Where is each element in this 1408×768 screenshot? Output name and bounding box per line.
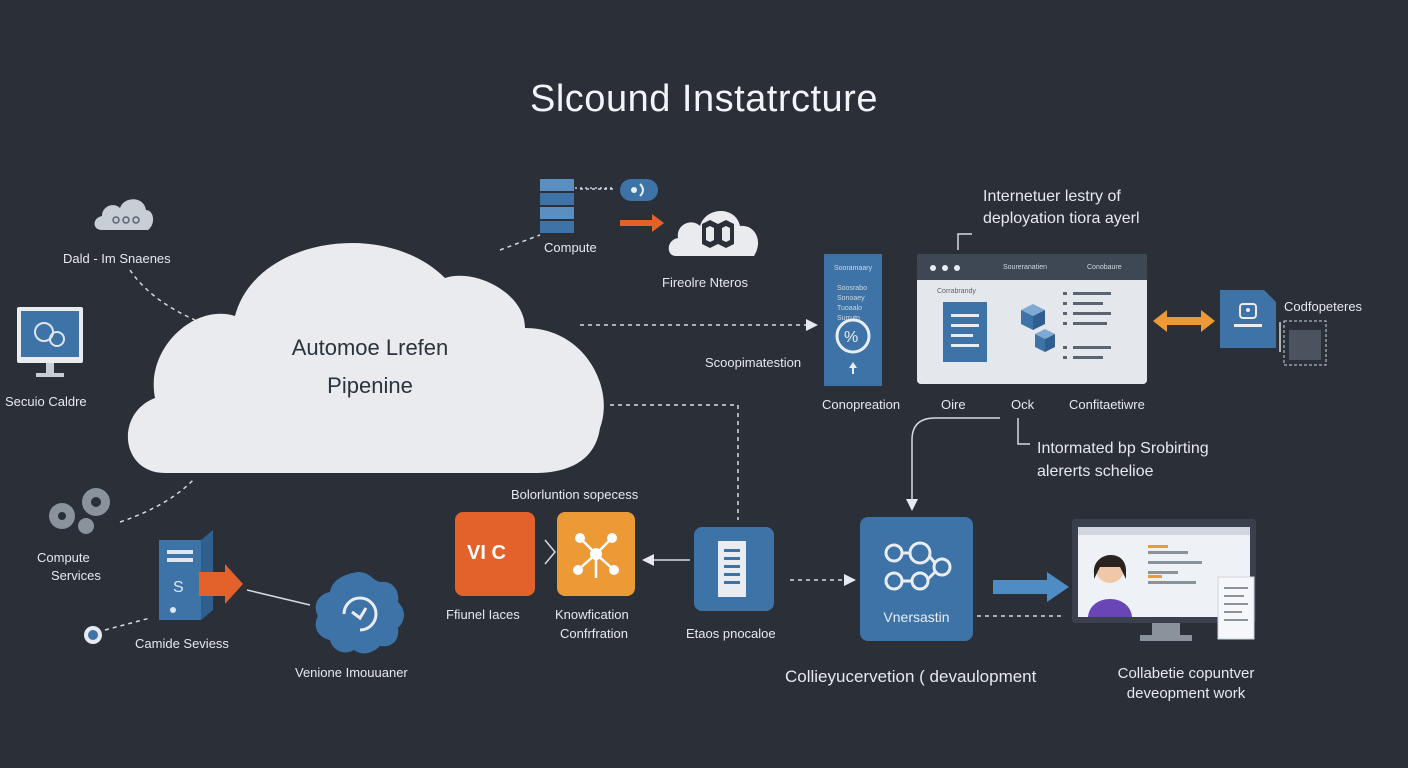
page-title: Slcound Instatrcture bbox=[530, 78, 878, 120]
document-icon bbox=[943, 302, 987, 362]
svg-text:S: S bbox=[173, 579, 184, 596]
window-titlebar: Soureranatien Conobaure bbox=[917, 254, 1147, 280]
svg-text:%: % bbox=[844, 329, 858, 346]
codp-label: Codfopeteres bbox=[1284, 299, 1363, 314]
monitor-label: Secuio Caldre bbox=[5, 394, 87, 409]
funnel-tile: VI C bbox=[455, 512, 535, 596]
heading-line-1: Internetuer lestry of bbox=[983, 188, 1121, 205]
person-monitor-icon bbox=[1072, 519, 1256, 641]
heading-line-2: deployation tiora ayerl bbox=[983, 210, 1140, 227]
collab-work-label-1: Collabetie copuntver bbox=[1117, 665, 1255, 682]
collab-dev-label: Collieyucervetion ( devaulopment bbox=[785, 667, 1037, 686]
server-label: Camide Seviess bbox=[135, 636, 229, 651]
connector-dot-server bbox=[104, 617, 151, 631]
connector-cloud-bottom bbox=[610, 404, 739, 520]
percent-icon: % bbox=[835, 318, 871, 374]
gears-icon bbox=[49, 488, 110, 534]
arrow-right-icon bbox=[993, 572, 1069, 602]
deployment-window: Soureranatien Conobaure Corrabrandy bbox=[917, 254, 1147, 384]
connector-integrated bbox=[1017, 418, 1030, 445]
connector-cloud-compute bbox=[499, 234, 541, 251]
summary-line-2: Sonoaey bbox=[837, 295, 865, 302]
cloud-title-line2: Pipenine bbox=[327, 373, 413, 398]
dot-icon bbox=[84, 626, 102, 644]
summary-line-3: Tuoaalo bbox=[837, 305, 863, 312]
composition-label: Conopreation bbox=[822, 397, 901, 412]
scope-label: Scoopimatestion bbox=[705, 355, 802, 370]
dald-label: Dald - Im Snaenes bbox=[63, 251, 171, 266]
compute-services-label-1: Compute bbox=[37, 550, 90, 565]
connector-dald-cloud bbox=[129, 269, 196, 321]
cloud-icon bbox=[127, 242, 604, 473]
connector-server-refresh bbox=[246, 589, 311, 606]
knowledge-label-2: Confrfration bbox=[560, 626, 628, 641]
funnel-label: Ffiunel Iaces bbox=[446, 607, 520, 622]
refresh-icon bbox=[315, 572, 404, 654]
vnersation-label: Vnersastin bbox=[883, 609, 950, 625]
double-arrow-icon bbox=[1153, 310, 1215, 332]
firewall-icon bbox=[668, 211, 759, 256]
etaos-label: Etaos pnocaloe bbox=[686, 626, 776, 641]
gear-network-icon bbox=[884, 541, 952, 591]
network-icon bbox=[573, 533, 619, 578]
connector-panel-vnersation bbox=[906, 417, 1000, 511]
knowledge-label-1: Knowfication bbox=[555, 607, 629, 622]
server-icon: S bbox=[159, 530, 243, 620]
list-lines-icon bbox=[1063, 292, 1111, 359]
connector-heading bbox=[957, 233, 972, 250]
solution-label: Bolorluntion sopecess bbox=[511, 487, 639, 502]
vnersation-tile: Vnersastin bbox=[860, 517, 973, 641]
database-icon bbox=[540, 179, 658, 233]
knowledge-tile bbox=[557, 512, 635, 596]
window-tab-1[interactable]: Soureranatien bbox=[1003, 264, 1047, 271]
firewall-label: Fireolre Nteros bbox=[662, 275, 748, 290]
window-tab-2[interactable]: Conobaure bbox=[1087, 264, 1122, 271]
file-box-icon bbox=[1283, 320, 1327, 366]
collab-work-label-2: deveopment work bbox=[1126, 685, 1246, 702]
ock-label: Ock bbox=[1011, 397, 1035, 412]
compute-services-label-2: Services bbox=[51, 568, 101, 583]
chevron-right-icon bbox=[544, 539, 556, 565]
window-item-label: Corrabrandy bbox=[937, 288, 976, 295]
connector-gears-cloud bbox=[119, 477, 196, 523]
integrated-label-1: Intormated bp Srobirting bbox=[1037, 440, 1209, 457]
cubes-icon bbox=[1021, 304, 1055, 352]
funnel-tile-text: VI C bbox=[467, 542, 506, 564]
summary-panel: Sooramaary Soosrabo Sonoaey Tuoaalo Surr… bbox=[824, 254, 882, 386]
window-dots-icon bbox=[930, 265, 960, 271]
summary-line-1: Soosrabo bbox=[837, 285, 867, 292]
summary-line-4: Surrutn bbox=[837, 315, 860, 322]
monitor-icon bbox=[17, 307, 83, 377]
versions-label: Venione Imouuaner bbox=[295, 665, 408, 680]
summary-panel-title: Sooramaary bbox=[834, 265, 873, 272]
lock-icon bbox=[1220, 290, 1276, 348]
oire-label: Oire bbox=[941, 397, 966, 412]
config-label: Confitaetiwre bbox=[1069, 397, 1145, 412]
cloud-title-line1: Automoe Lrefen bbox=[291, 335, 449, 360]
cloud-small-icon bbox=[94, 199, 154, 230]
integrated-label-2: alererts schelioe bbox=[1037, 463, 1154, 480]
building-icon bbox=[718, 541, 746, 597]
compute-label: Compute bbox=[544, 240, 597, 255]
arrow-right-icon bbox=[620, 214, 664, 232]
building-tile bbox=[694, 527, 774, 611]
